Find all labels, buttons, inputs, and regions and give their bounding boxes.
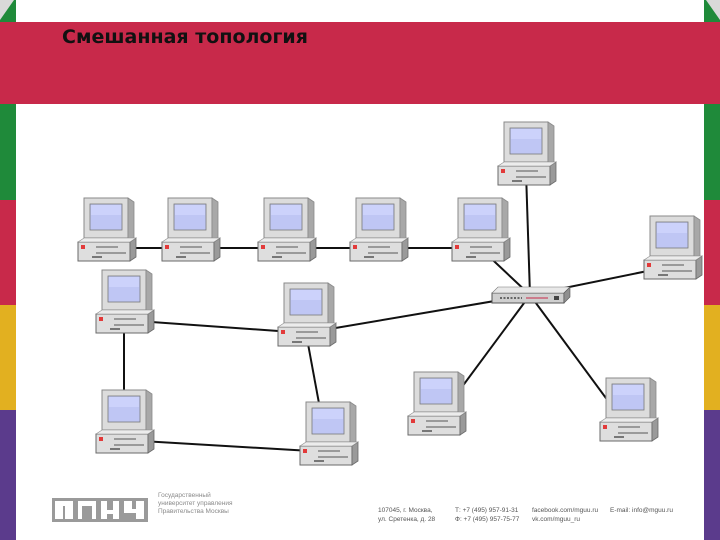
desktop-computer-icon [257,197,317,262]
desktop-computer-icon [407,371,467,436]
phone-line: Т: +7 (495) 957-91-31 [455,507,519,514]
university-logo [52,498,148,522]
vk-link[interactable]: vk.com/mguu_ru [532,516,581,523]
footer-address: 107045, г. Москва, ул. Сретенка, д. 28 [378,506,435,524]
desktop-computer-icon [497,121,557,186]
desktop-computer-icon [277,282,337,347]
org-name-line: Правительства Москвы [158,508,229,515]
org-name-line: Государственный [158,492,211,499]
network-link [525,171,531,296]
desktop-computer-icon [451,197,511,262]
network-nodes [77,121,703,466]
title-header-bar [0,22,720,104]
org-name-line: университет управления [158,500,233,507]
fax-line: Ф: +7 (495) 957-75-77 [455,516,520,523]
address-line: 107045, г. Москва, [378,507,433,514]
desktop-computer-icon [95,269,155,334]
desktop-computer-icon [349,197,409,262]
org-name: Государственный университет управления П… [158,492,248,516]
desktop-computer-icon [77,197,137,262]
desktop-computer-icon [643,215,703,280]
desktop-computer-icon [95,389,155,454]
address-line: ул. Сретенка, д. 28 [378,516,436,523]
footer-social: facebook.com/mguu.ru vk.com/mguu_ru [532,506,598,524]
email-text[interactable]: E-mail: info@mguu.ru [610,507,673,514]
slide-title: Смешанная топология [62,26,308,48]
facebook-link[interactable]: facebook.com/mguu.ru [532,507,599,514]
network-hub-icon [491,286,571,304]
footer-email[interactable]: E-mail: info@mguu.ru [610,506,673,515]
desktop-computer-icon [299,401,359,466]
network-link [123,439,329,453]
footer-phones: Т: +7 (495) 957-91-31 Ф: +7 (495) 957-75… [455,506,519,524]
desktop-computer-icon [161,197,221,262]
desktop-computer-icon [599,377,659,442]
footer: Государственный университет управления П… [0,490,720,540]
